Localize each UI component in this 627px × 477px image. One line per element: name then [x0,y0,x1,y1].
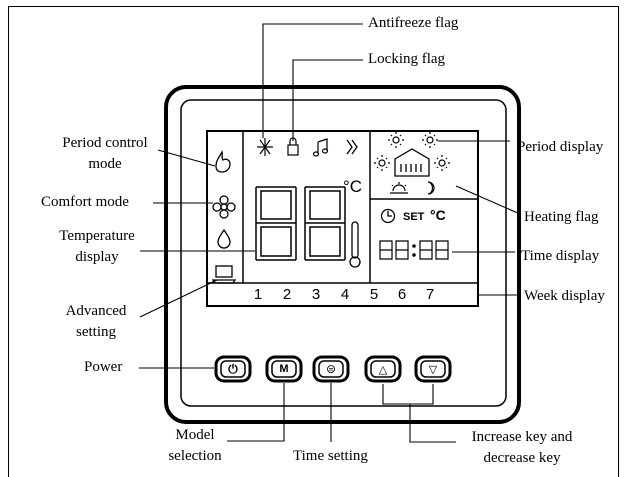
label-heating-flag: Heating flag [524,209,599,225]
time-digits [379,240,449,260]
sun-icon-3 [374,155,390,171]
label-power: Power [84,359,123,375]
week-day-5: 5 [369,286,379,303]
device-outer-frame [164,85,521,424]
label-model-selection-2: selection [168,448,222,464]
clock-icon [380,208,396,224]
temperature-digits [255,186,346,261]
label-period-control-mode-2: mode [88,156,122,172]
sun-icon-1 [388,132,404,148]
music-icon [312,138,329,157]
leader-lines [139,23,521,443]
hand-icon [215,150,231,173]
label-period-display: Period display [517,139,604,155]
sunset-icon [390,182,408,194]
sun-icon-2 [422,132,438,148]
snowflake-icon [257,138,273,156]
set-unit: °C [430,207,446,223]
label-increase-decrease-2: decrease key [483,450,561,466]
house-heating-icon [394,148,430,177]
label-model-selection-1: Model [175,427,215,443]
week-day-1: 1 [253,286,263,303]
time-setting-button[interactable]: ⊜ [325,362,337,376]
double-chevron-icon [346,139,358,155]
week-day-3: 3 [311,286,321,303]
label-comfort-mode: Comfort mode [41,194,129,210]
laptop-icon [211,265,237,284]
week-day-7: 7 [425,286,435,303]
device-inner-frame [180,99,507,407]
label-time-setting: Time setting [293,448,368,464]
set-label: SET [403,211,425,223]
week-day-4: 4 [340,286,350,303]
temperature-unit: °C [343,177,363,196]
label-antifreeze-flag: Antifreeze flag [368,15,459,31]
label-advanced-setting-1: Advanced [65,303,127,319]
power-button[interactable]: ⏻ [228,362,238,376]
label-locking-flag: Locking flag [368,51,446,67]
figure-border [8,6,619,477]
label-week-display: Week display [524,288,605,304]
lcd-screen [206,130,479,307]
moon-icon [427,181,435,195]
decrease-button[interactable]: ▽ [428,363,438,376]
flower-icon [212,195,236,219]
label-time-display: Time display [521,248,600,264]
label-period-control-mode-1: Period control [62,135,148,151]
mode-button[interactable]: M [279,363,289,375]
sun-icon-4 [434,155,450,171]
label-advanced-setting-2: setting [76,324,116,340]
thermometer-icon [349,221,361,268]
week-day-2: 2 [282,286,292,303]
week-day-6: 6 [397,286,407,303]
increase-button[interactable]: △ [378,363,388,376]
drop-icon [217,228,231,249]
label-increase-decrease-1: Increase key and [471,429,573,445]
label-temperature-display-2: display [75,249,119,265]
label-temperature-display-1: Temperature [59,228,135,244]
